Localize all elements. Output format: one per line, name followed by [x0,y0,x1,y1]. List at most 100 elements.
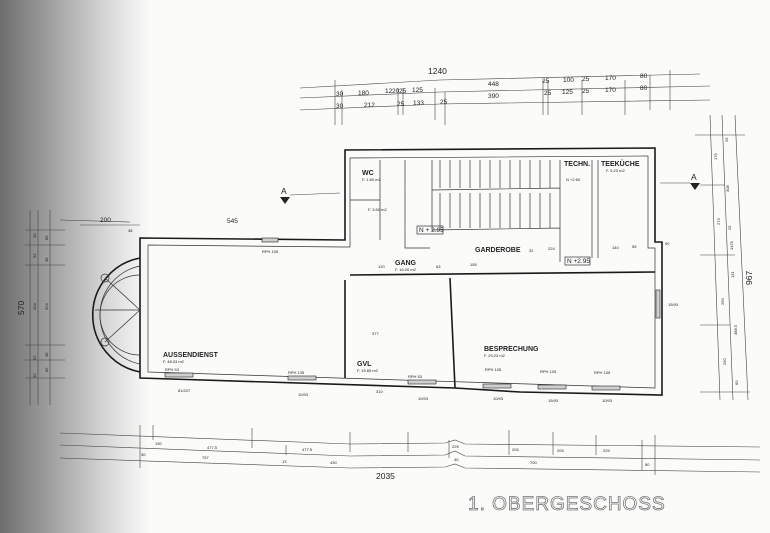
dim: 250 [722,358,727,365]
dim: 133 [413,100,424,107]
dim: 205 [512,447,519,452]
dim: 430 [330,460,337,465]
bottom-dimensions: 150 477.5 477.5 225 205 205 225 30 757 1… [59,425,761,481]
dim: 93 [32,355,37,360]
dim: 85 [44,367,49,372]
dim: 324 [32,303,37,310]
dim: 273 [716,218,721,225]
dim: 125 [562,89,573,96]
dim: 25 [440,99,448,106]
dim: 477.5 [207,445,218,450]
dim: 38 [44,352,49,357]
interior-dimensions: 140 55 32 155 63 120 377 310 90 224 [372,241,670,394]
dim: 545 [227,218,238,225]
window-height: 15/93 [548,398,559,403]
section-arrow-icon [690,183,700,190]
dim: 390 [488,93,499,100]
window-height: 15/93 [668,302,679,307]
section-marker-right: A [691,172,697,182]
room-garderobe: GARDEROBE [475,247,521,254]
dim: 269 [720,298,725,305]
dim: 25 [582,88,590,95]
room-area: F. 16.00 m2 [395,267,417,272]
room-area: F. 1.80 m2 [362,177,381,182]
room-techn: TECHN. [564,161,590,168]
window-label: RPH 53 [408,374,423,379]
room-besprechung: BESPRECHUNG [484,346,539,353]
dim-right-total: 967 [744,271,754,285]
dim: 12 [385,88,393,95]
room-area: F. 15.65 m2 [357,368,379,373]
room-labels: AUSSENDIENST F. 48.43 m2 GVL F. 15.65 m2… [163,159,640,373]
dim: 155 [470,262,477,267]
dim: 30 [141,452,146,457]
dim: 85 [44,235,49,240]
dim: 180 [358,90,369,97]
dim: 310 [376,389,383,394]
room-area: F. 3.60 m2 [368,207,387,212]
dim: 38 [44,257,49,262]
dim: 25 [397,101,405,108]
dim: 13 [282,459,287,464]
window-height: 10/93 [602,398,613,403]
dim: 377 [372,331,379,336]
dim: 93 [32,253,37,258]
dim: 30 [336,91,344,98]
dim: 25 [542,78,550,85]
dim: 63 [436,264,441,269]
dim: 120 [378,264,385,269]
section-marker-left: A [281,186,287,196]
dim: 100 [563,77,574,84]
room-teekueche: TEEKÜCHE [601,159,640,168]
dim: 80 [645,462,650,467]
level-mark: N +2.95 [567,258,590,265]
walls [91,147,663,396]
dim: 150 [155,441,162,446]
window-height: 81/207 [178,388,191,393]
dim: 175 [713,153,718,160]
room-area: F. 48.43 m2 [163,359,185,364]
dim-top-total: 1240 [428,66,447,76]
dim: 225 [452,444,459,449]
dim: 225 [603,448,610,453]
dim: 477.5 [302,447,313,452]
dim: 205 [557,448,564,453]
dim: 170 [605,87,616,94]
dim: 25 [399,88,407,95]
dim: 90 [665,241,670,246]
level-mark: N + 2.95 [419,227,444,234]
room-area: F. 29.23 m2 [484,353,506,358]
window-label: RPH 135 [288,370,305,375]
dim: 30 [32,373,37,378]
dim: 30 [32,233,37,238]
dim: 25 [544,90,552,97]
window-label: RPH 105 [594,370,611,375]
dim: 80 [640,85,648,92]
section-markers: A A [280,172,700,204]
dim: 224 [548,246,555,251]
dim: 38 [128,228,133,233]
dim: 324 [44,303,49,310]
dim: 308 [725,185,730,192]
dim: 25 [582,76,590,83]
dim: 55 [632,244,637,249]
dim: 212 [364,102,375,109]
window-label: RPH 105 [262,249,279,254]
window-label: RPH 105 [485,367,502,372]
dim: 1475 [729,240,734,250]
left-dimensions: 570 324 324 93 85 38 30 93 38 85 30 200 … [16,210,238,405]
dim: 170 [605,75,616,82]
floor-title: 1. OBERGESCHOSS [468,494,666,515]
window-height: 10/93 [418,396,429,401]
room-wc: WC [362,170,374,177]
dim: 20 [392,88,400,95]
dim: 80 [640,73,648,80]
top-dimensions: 1240 30 180 12 20 25 125 448 25 100 25 1… [299,66,711,125]
dim: 131 [730,271,735,278]
dim: 60 [734,380,739,385]
room-gvl: GVL [357,361,372,368]
dim: 25 [724,137,729,142]
dim: 200 [100,217,111,224]
room-area: F. 5.23 m2 [606,168,625,173]
dim: 30 [336,103,344,110]
